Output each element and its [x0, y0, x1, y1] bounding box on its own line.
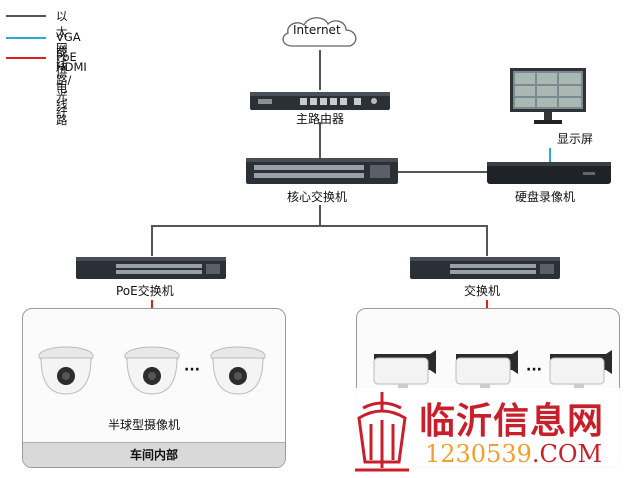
dome-camera-icon — [124, 346, 180, 395]
ellipsis-right: ··· — [526, 362, 542, 378]
router-icon — [250, 92, 390, 110]
ethernet-swatch — [6, 15, 46, 17]
internet-cloud-icon — [282, 17, 357, 47]
bullet-camera-icon — [455, 350, 518, 390]
dome-camera-icon — [38, 346, 94, 395]
legend-label: 以太网线路/光纤 — [56, 9, 72, 119]
legend-label: VGA或HDMI — [56, 30, 87, 74]
ethernet-line-core-branch-right — [320, 225, 488, 256]
watermark: 临沂信息网 1230539.COM — [333, 388, 640, 478]
bullet-camera-icon — [549, 350, 612, 390]
watermark-url: 1230539.COM — [425, 440, 602, 468]
bullet-camera-icon — [373, 350, 436, 390]
watermark-logo-icon — [355, 392, 409, 472]
watermark-url-number: 1230539 — [425, 440, 532, 468]
legend-label: PoE供电线路 — [56, 50, 77, 127]
video-swatch — [6, 37, 46, 39]
router-label: 主路由器 — [296, 112, 345, 126]
watermark-title: 临沂信息网 — [419, 400, 605, 442]
poe-swatch — [6, 57, 46, 59]
watermark-url-domain: .COM — [531, 440, 603, 468]
switch-label: 交换机 — [464, 284, 501, 298]
dome-camera-icon — [210, 346, 266, 395]
ellipsis-left: ··· — [184, 362, 200, 378]
poe-switch-label: PoE交换机 — [116, 284, 174, 298]
monitor-icon — [510, 68, 586, 124]
internet-label: Internet — [293, 23, 341, 37]
core-switch-icon — [246, 158, 398, 184]
poe-switch-icon — [76, 257, 226, 279]
nvr-icon — [487, 162, 611, 184]
ethernet-line-core-branch — [151, 205, 321, 256]
core-switch-label: 核心交换机 — [287, 190, 348, 204]
workshop-zone-label: 车间内部 — [23, 442, 285, 467]
switch-icon — [410, 257, 560, 279]
dome-camera-label: 半球型摄像机 — [108, 418, 181, 432]
nvr-label: 硬盘录像机 — [515, 190, 576, 204]
monitor-label: 显示屏 — [557, 132, 594, 146]
